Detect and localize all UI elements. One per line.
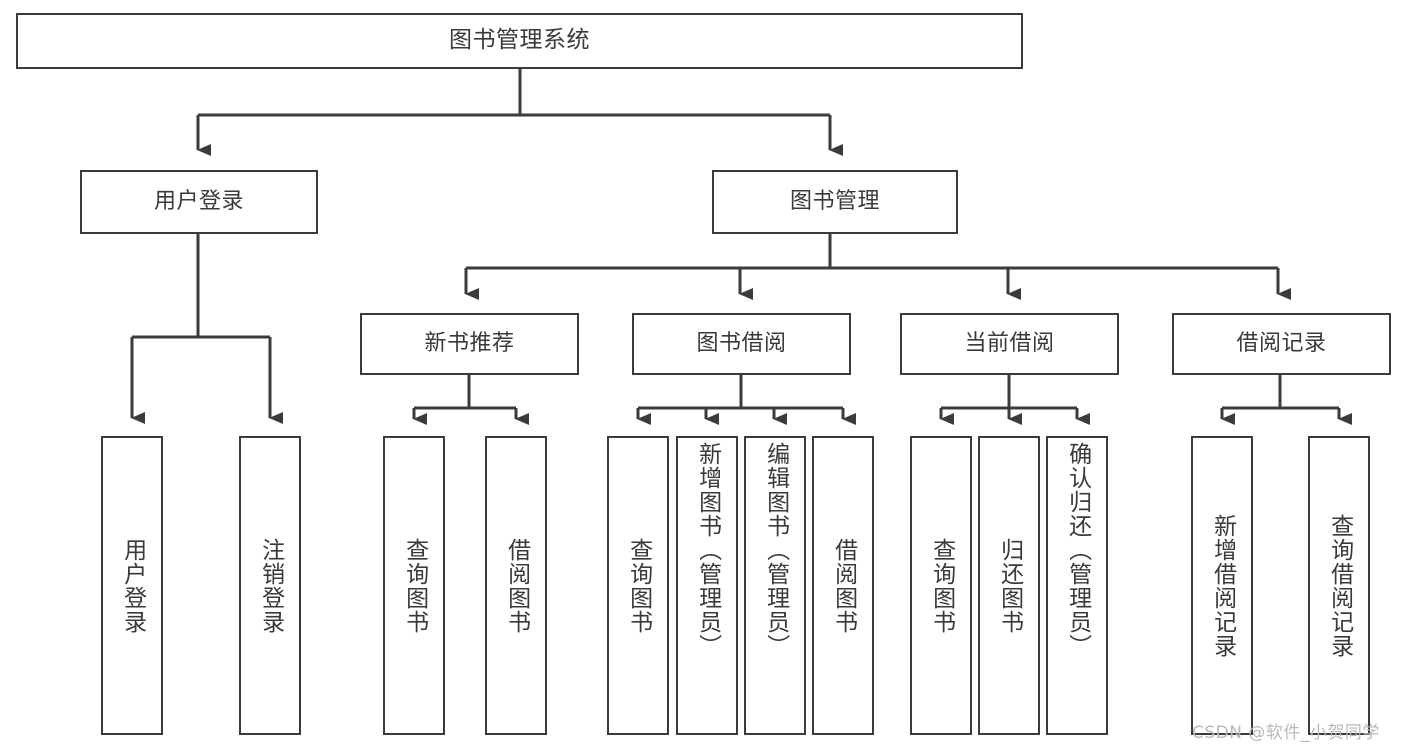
leaf-book-borrow-borrow-book[interactable]: 借阅图书 (812, 436, 874, 735)
node-book-borrow[interactable]: 图书借阅 (632, 313, 851, 375)
node-label: 查询图书 (625, 537, 652, 634)
node-label: 新增借阅记录 (1209, 513, 1236, 658)
node-label: 当前借阅 (964, 330, 1055, 356)
leaf-book-borrow-query-book[interactable]: 查询图书 (607, 436, 669, 735)
leaf-user-login-login[interactable]: 用户登录 (101, 436, 163, 735)
node-label: 注销登录 (257, 537, 284, 634)
node-label: 借阅图书 (830, 537, 857, 634)
leaf-book-borrow-edit-book-admin[interactable]: 编辑图书（管理员） (744, 436, 806, 735)
leaf-new-book-borrow-book[interactable]: 借阅图书 (485, 436, 547, 735)
leaf-current-borrow-return-book[interactable]: 归还图书 (978, 436, 1040, 735)
node-root-图书管理系统[interactable]: 图书管理系统 (16, 13, 1023, 69)
leaf-borrow-record-add-record[interactable]: 新增借阅记录 (1191, 436, 1253, 735)
node-label: 用户登录 (153, 188, 244, 214)
leaf-book-borrow-add-book-admin[interactable]: 新增图书（管理员） (676, 436, 738, 735)
node-label: 新增图书（管理员） (694, 442, 721, 658)
node-label: 确认归还（管理员） (1064, 442, 1091, 658)
node-label: 查询图书 (401, 537, 428, 634)
csdn-watermark: CSDN @软件_小贺同学 (1192, 723, 1380, 743)
node-label: 图书管理 (789, 188, 880, 214)
node-label: 编辑图书（管理员） (762, 442, 789, 658)
leaf-new-book-query-book[interactable]: 查询图书 (383, 436, 445, 735)
node-label: 图书借阅 (696, 330, 787, 356)
node-label: 查询借阅记录 (1326, 513, 1353, 658)
leaf-current-borrow-query-book[interactable]: 查询图书 (910, 436, 972, 735)
node-label: 新书推荐 (424, 330, 515, 356)
node-label: 查询图书 (928, 537, 955, 634)
node-current-borrow[interactable]: 当前借阅 (900, 313, 1119, 375)
node-label: 用户登录 (119, 537, 146, 634)
node-label: 借阅记录 (1236, 330, 1327, 356)
node-user-login[interactable]: 用户登录 (80, 170, 318, 234)
node-label: 归还图书 (996, 537, 1023, 634)
node-new-book-recommend[interactable]: 新书推荐 (360, 313, 579, 375)
leaf-borrow-record-query-record[interactable]: 查询借阅记录 (1308, 436, 1370, 735)
leaf-user-login-logout[interactable]: 注销登录 (239, 436, 301, 735)
node-label: 借阅图书 (503, 537, 530, 634)
node-book-management[interactable]: 图书管理 (712, 170, 958, 234)
leaf-current-borrow-confirm-return-admin[interactable]: 确认归还（管理员） (1046, 436, 1108, 735)
node-borrow-record[interactable]: 借阅记录 (1172, 313, 1391, 375)
node-label: 图书管理系统 (449, 27, 590, 54)
